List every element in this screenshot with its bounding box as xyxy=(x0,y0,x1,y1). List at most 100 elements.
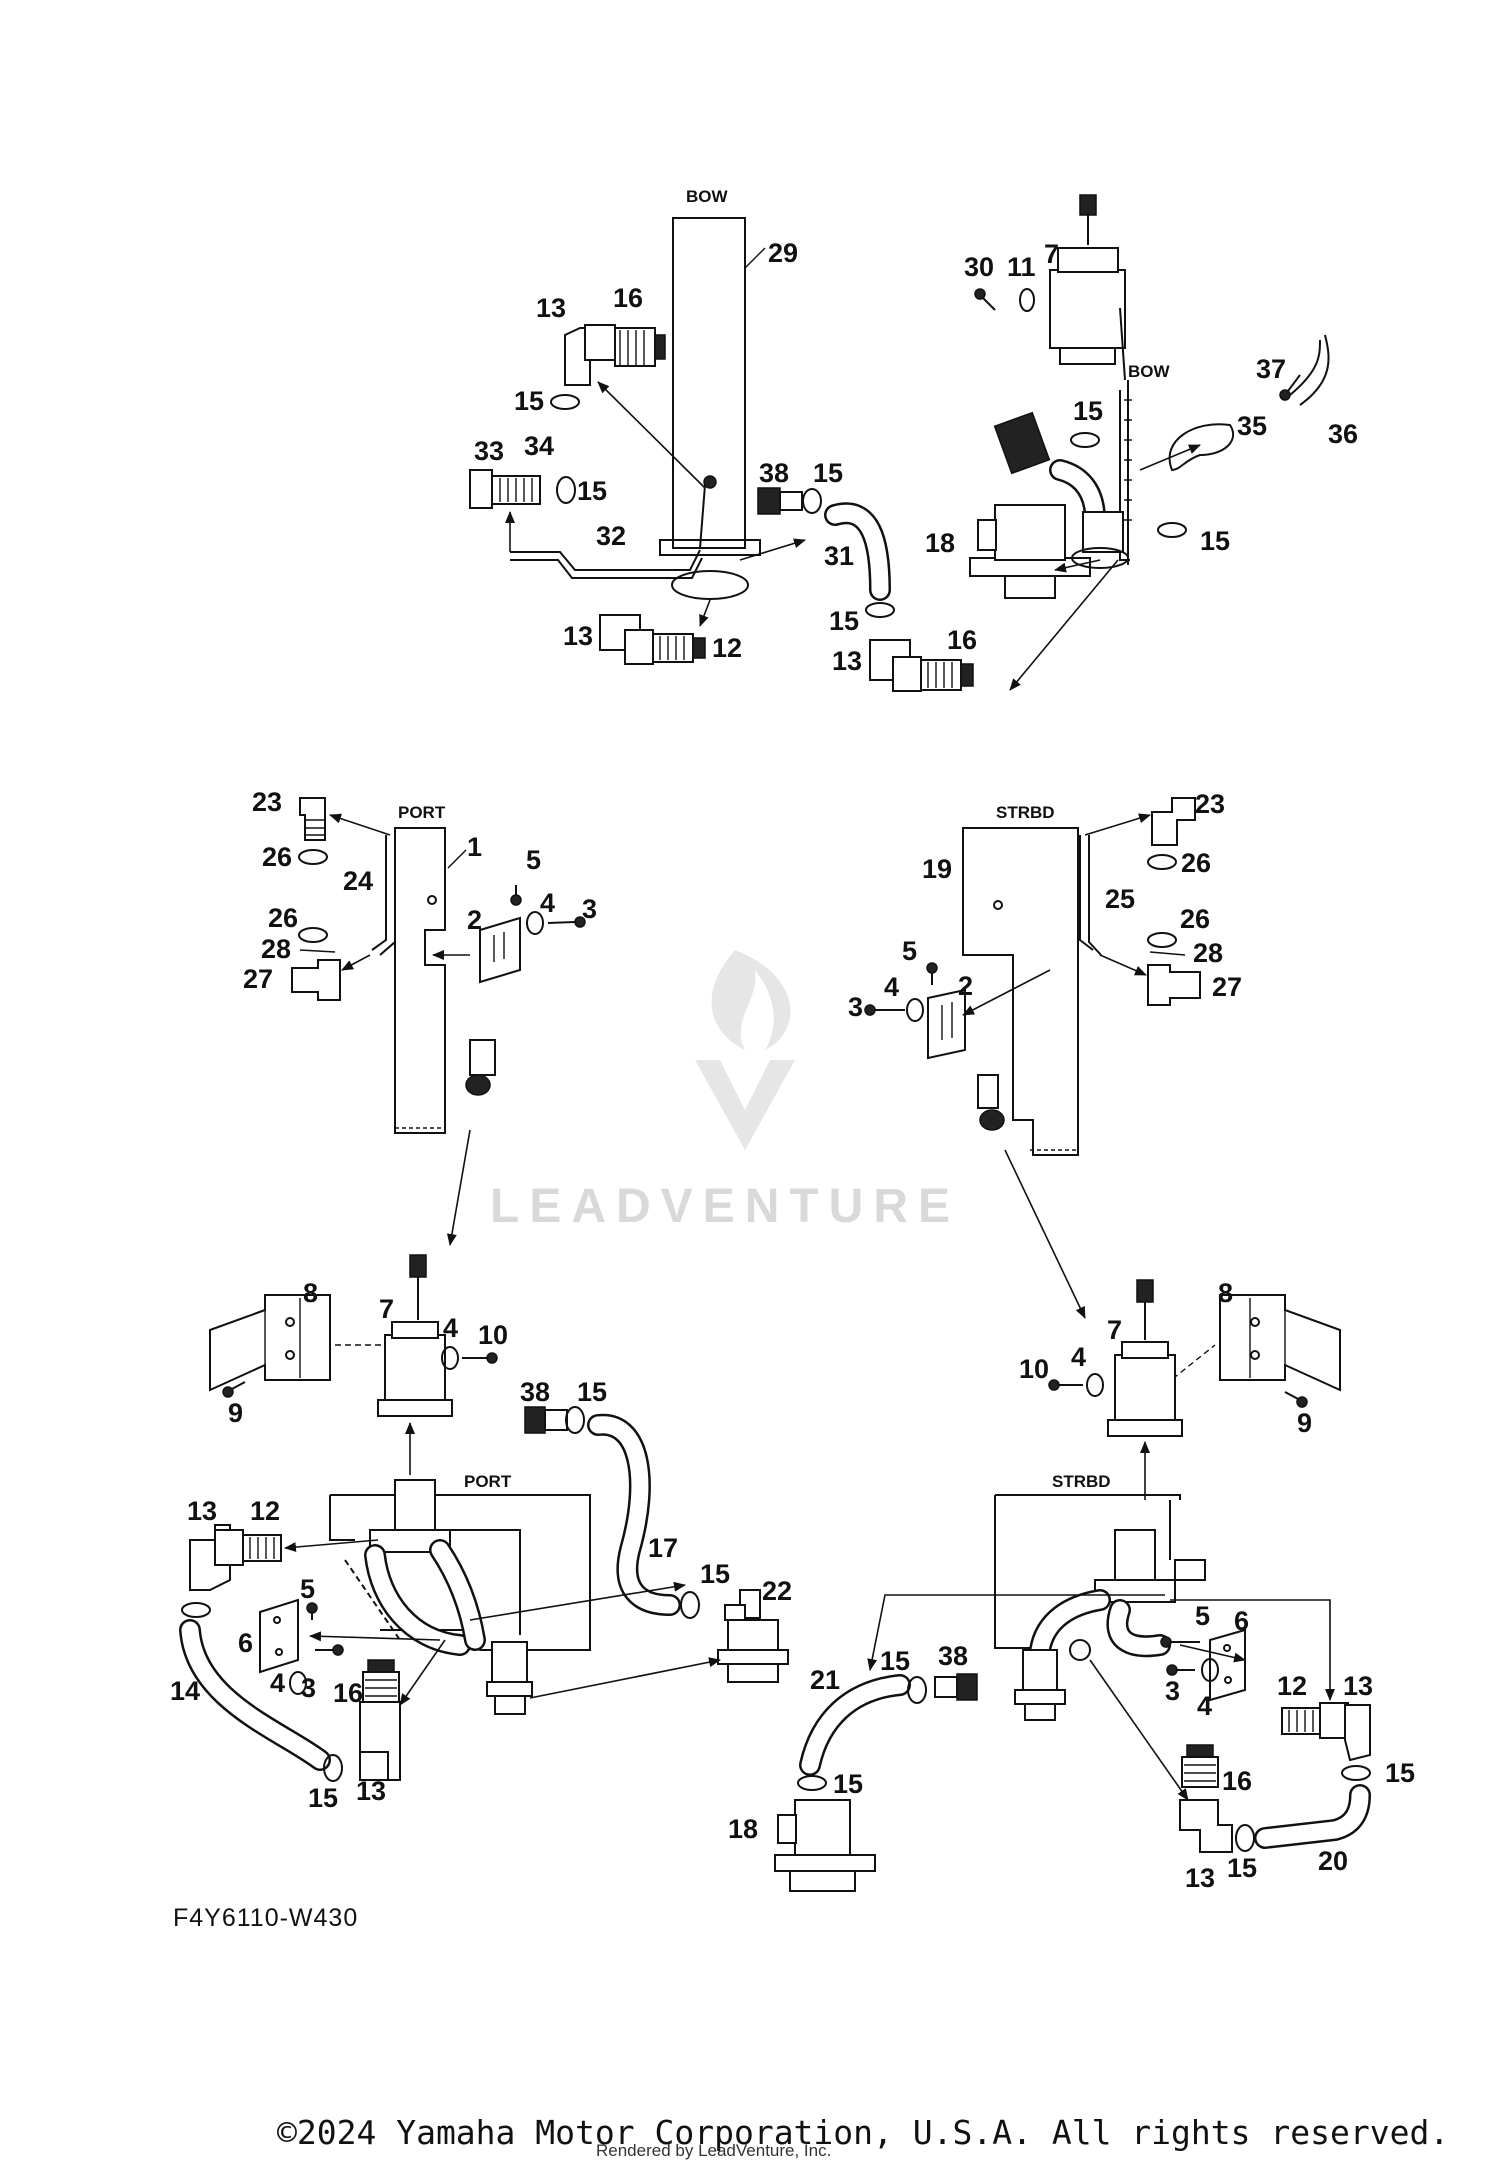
callout-26-c: 26 xyxy=(1181,848,1211,878)
callout-13-f: 13 xyxy=(1343,1671,1373,1701)
leadventure-watermark: LEADVENTURE xyxy=(490,950,960,1233)
callout-5-b: 5 xyxy=(902,936,917,966)
bow-pump-assembly-right: 7 30 11 BOW 15 35 15 37 36 18 xyxy=(832,194,1358,692)
callout-12-b: 12 xyxy=(250,1496,280,1526)
callout-27-a: 27 xyxy=(243,964,273,994)
callout-15-m: 15 xyxy=(1227,1853,1257,1883)
callout-4-c: 4 xyxy=(443,1313,458,1343)
callout-25: 25 xyxy=(1105,884,1135,914)
callout-1: 1 xyxy=(467,832,482,862)
callout-15-d: 15 xyxy=(829,606,859,636)
callout-35: 35 xyxy=(1237,411,1267,441)
callout-2-b: 2 xyxy=(958,971,973,1001)
callout-20: 20 xyxy=(1318,1846,1348,1876)
callout-37: 37 xyxy=(1256,354,1286,384)
callout-16-d: 16 xyxy=(1222,1766,1252,1796)
callout-38-c: 38 xyxy=(938,1641,968,1671)
callout-13-g: 13 xyxy=(1185,1863,1215,1893)
callout-30: 30 xyxy=(964,252,994,282)
callout-24: 24 xyxy=(343,866,373,896)
callout-7-c: 7 xyxy=(1107,1315,1122,1345)
callout-27-b: 27 xyxy=(1212,972,1242,1002)
figure-code: F4Y6110-W430 xyxy=(173,1904,359,1932)
callout-15-c: 15 xyxy=(813,458,843,488)
bow-tank-part-29 xyxy=(672,217,746,549)
callout-2-a: 2 xyxy=(467,905,482,935)
callout-5-d: 5 xyxy=(1195,1601,1210,1631)
callout-10-b: 10 xyxy=(1019,1354,1049,1384)
strbd-plate-assembly: STRBD 19 25 23 26 26 28 27 2 5 4 3 xyxy=(848,789,1242,1319)
callout-4-a: 4 xyxy=(540,888,555,918)
callout-23-b: 23 xyxy=(1195,789,1225,819)
port-pump-assembly: 8 9 7 4 10 PORT xyxy=(170,1254,792,1813)
callout-18-top: 18 xyxy=(925,528,955,558)
callout-16-b: 16 xyxy=(947,625,977,655)
callout-4-f: 4 xyxy=(1197,1691,1212,1721)
callout-29: 29 xyxy=(768,238,798,268)
callout-15-b: 15 xyxy=(577,476,607,506)
callout-15-a: 15 xyxy=(514,386,544,416)
callout-6-a: 6 xyxy=(238,1628,253,1658)
callout-34: 34 xyxy=(524,431,554,461)
callout-10-a: 10 xyxy=(478,1320,508,1350)
callout-28-a: 28 xyxy=(261,934,291,964)
callout-14: 14 xyxy=(170,1676,200,1706)
callout-4-d: 4 xyxy=(270,1668,285,1698)
port-plate-assembly: PORT 1 2 5 4 3 24 23 26 26 28 27 xyxy=(243,787,597,1246)
callout-26-a: 26 xyxy=(262,842,292,872)
callout-13-c: 13 xyxy=(832,646,862,676)
callout-8-b: 8 xyxy=(1218,1278,1233,1308)
callout-38-top: 38 xyxy=(759,458,789,488)
callout-17: 17 xyxy=(648,1533,678,1563)
callout-12-top: 12 xyxy=(712,633,742,663)
callout-4-e: 4 xyxy=(1071,1342,1086,1372)
callout-3-d: 3 xyxy=(1165,1676,1180,1706)
callout-5-c: 5 xyxy=(300,1574,315,1604)
callout-15-f: 15 xyxy=(1200,526,1230,556)
callout-13-e: 13 xyxy=(356,1776,386,1806)
callout-15-i: 15 xyxy=(308,1783,338,1813)
callout-22: 22 xyxy=(762,1576,792,1606)
callout-3-c: 3 xyxy=(301,1673,316,1703)
callout-3-b: 3 xyxy=(848,992,863,1022)
callout-31: 31 xyxy=(824,541,854,571)
callout-16-top: 16 xyxy=(613,283,643,313)
callout-15-l: 15 xyxy=(833,1769,863,1799)
callout-13-top: 13 xyxy=(536,293,566,323)
callout-19: 19 xyxy=(922,854,952,884)
watermark-text: LEADVENTURE xyxy=(490,1180,960,1233)
callout-15-e: 15 xyxy=(1073,396,1103,426)
callout-5-a: 5 xyxy=(526,845,541,875)
callout-8-a: 8 xyxy=(303,1278,318,1308)
callout-7-top: 7 xyxy=(1044,239,1059,269)
callout-36: 36 xyxy=(1328,419,1358,449)
callout-23-a: 23 xyxy=(252,787,282,817)
callout-38-b: 38 xyxy=(520,1377,550,1407)
callout-7-b: 7 xyxy=(379,1294,394,1324)
callout-18-b: 18 xyxy=(728,1814,758,1844)
copyright-notice: ©2024 Yamaha Motor Corporation, U.S.A. A… xyxy=(277,2113,1450,2152)
strbd-pump-assembly: 8 9 7 4 10 STRBD xyxy=(728,1278,1415,1893)
callout-16-c: 16 xyxy=(333,1678,363,1708)
callout-15-h: 15 xyxy=(700,1559,730,1589)
callout-26-b: 26 xyxy=(268,903,298,933)
callout-9-a: 9 xyxy=(228,1398,243,1428)
callout-28-b: 28 xyxy=(1193,938,1223,968)
callout-12-c: 12 xyxy=(1277,1671,1307,1701)
orientation-label-strbd: STRBD xyxy=(996,803,1055,822)
callout-4-b: 4 xyxy=(884,972,899,1002)
orientation-label-port: PORT xyxy=(398,803,446,822)
callout-15-k: 15 xyxy=(1385,1758,1415,1788)
callout-6-b: 6 xyxy=(1234,1606,1249,1636)
callout-13-b: 13 xyxy=(563,621,593,651)
callout-32: 32 xyxy=(596,521,626,551)
bow-tank-assembly-left: BOW 29 32 13 16 15 33 34 15 38 xyxy=(469,187,895,665)
callout-26-d: 26 xyxy=(1180,904,1210,934)
callout-11: 11 xyxy=(1007,252,1036,282)
callout-33: 33 xyxy=(474,436,504,466)
rendered-by-credit: Rendered by LeadVenture, Inc. xyxy=(596,2141,832,2160)
callout-21: 21 xyxy=(810,1665,840,1695)
callout-9-b: 9 xyxy=(1297,1408,1312,1438)
orientation-label-bow-2: BOW xyxy=(1128,362,1171,381)
